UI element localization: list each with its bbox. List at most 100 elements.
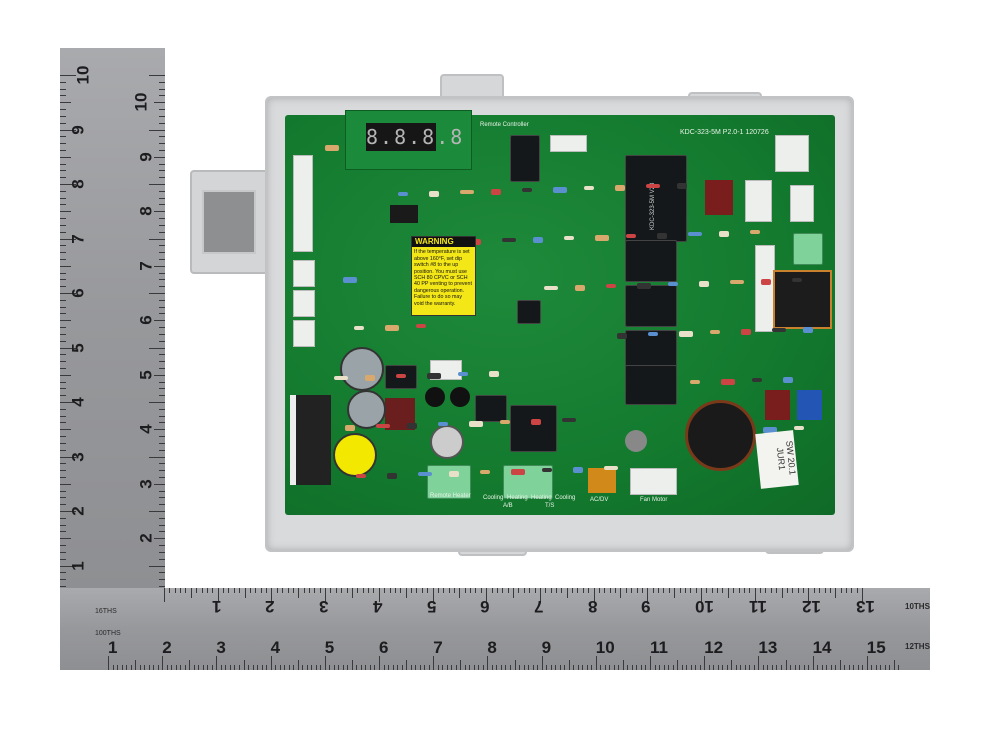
ruler-tick [598, 588, 600, 593]
ruler-tick [159, 367, 165, 369]
ruler-tick [421, 588, 423, 593]
ruler-tick [159, 197, 165, 199]
ruler-tick [884, 665, 886, 670]
smd-component [730, 280, 744, 284]
ruler-tick [159, 258, 165, 260]
ruler-number: 1 [108, 638, 118, 657]
ruler-tick [776, 665, 778, 670]
ruler-unit-16ths: 16THS [95, 608, 117, 615]
ruler-tick [60, 456, 76, 458]
ruler-tick [60, 136, 66, 138]
ruler-number: 3 [216, 638, 226, 657]
ruler-tick [324, 656, 326, 670]
ruler-number: 9 [136, 151, 156, 162]
ruler-tick [159, 286, 165, 288]
warning-title: WARNING [412, 237, 475, 248]
ruler-tick [60, 483, 71, 485]
ruler-tick [433, 656, 435, 670]
ruler-tick [615, 588, 617, 593]
ruler-tick [159, 442, 165, 444]
smd-component [356, 474, 366, 478]
ruler-tick [60, 204, 66, 206]
ruler-tick [275, 665, 277, 670]
ruler-tick [469, 665, 471, 670]
capacitor [625, 430, 647, 452]
terminal-label: Cooling [483, 495, 504, 501]
ruler-tick [60, 565, 76, 567]
ic-chip [475, 395, 507, 422]
ruler-tick [500, 665, 502, 670]
ruler-tick [333, 665, 335, 670]
ruler-tick [455, 665, 457, 670]
ruler-tick [722, 588, 724, 593]
ruler-number: 11 [748, 597, 767, 616]
ruler-tick [794, 665, 796, 670]
ruler-tick [159, 422, 165, 424]
ruler-tick [808, 665, 810, 670]
ruler-number: 4 [270, 638, 281, 657]
ruler-tick [797, 588, 799, 593]
ruler-tick [60, 402, 76, 403]
ruler-tick [437, 588, 439, 593]
ruler-tick [668, 665, 670, 670]
ruler-number: 9 [68, 124, 88, 135]
ruler-tick [505, 665, 507, 670]
ruler-tick [60, 524, 66, 526]
ruler-unit-100ths: 100THS [95, 630, 121, 637]
ruler-tick [149, 129, 165, 131]
ruler-tick [159, 436, 165, 438]
ruler-tick [464, 588, 466, 593]
smd-component [783, 377, 793, 383]
ruler-tick [60, 245, 66, 247]
relay [625, 240, 677, 282]
smd-component [398, 192, 408, 196]
ruler-tick [767, 665, 769, 670]
ruler-tick [149, 238, 165, 240]
smd-component [491, 189, 501, 195]
ruler-tick [821, 665, 823, 670]
ruler-tick [223, 588, 225, 593]
ruler-tick [196, 588, 198, 593]
ruler-tick [60, 272, 66, 274]
ruler-tick [410, 665, 412, 670]
ruler-tick [817, 665, 819, 670]
ruler-tick [130, 665, 132, 670]
ruler-tick [845, 588, 847, 593]
smd-component [719, 231, 729, 237]
ruler-tick [595, 656, 597, 670]
ruler-tick [159, 149, 165, 151]
ruler-tick [839, 660, 841, 670]
ruler-tick [189, 660, 191, 670]
ruler-tick [620, 588, 622, 598]
ruler-tick [478, 665, 480, 670]
smd-component [573, 467, 583, 473]
ruler-tick [437, 665, 439, 670]
ruler-tick [830, 665, 832, 670]
ruler-tick [663, 665, 665, 670]
ruler-tick [604, 588, 606, 593]
ruler-tick [625, 588, 627, 593]
large-capacitor [685, 400, 756, 471]
fan-motor-connector [630, 468, 677, 495]
ruler-tick [159, 449, 165, 451]
terminal-label: A/B [503, 503, 513, 509]
ruler-tick [446, 665, 448, 670]
ruler-number: 10 [595, 638, 615, 657]
ruler-tick [400, 588, 402, 593]
ruler-tick [60, 149, 66, 151]
smd-component [741, 329, 751, 335]
ruler-tick [564, 665, 566, 670]
ruler-tick [588, 588, 590, 593]
smd-component [562, 418, 576, 422]
ruler-tick [848, 665, 850, 670]
ruler-tick [473, 665, 475, 670]
ruler-tick [369, 665, 371, 670]
ruler-tick [871, 665, 873, 670]
ruler-tick [496, 588, 498, 593]
ruler-tick [513, 588, 515, 598]
ruler-tick [717, 665, 719, 670]
ruler-tick [460, 660, 462, 670]
smd-component [460, 190, 474, 194]
ruler-tick [780, 665, 782, 670]
